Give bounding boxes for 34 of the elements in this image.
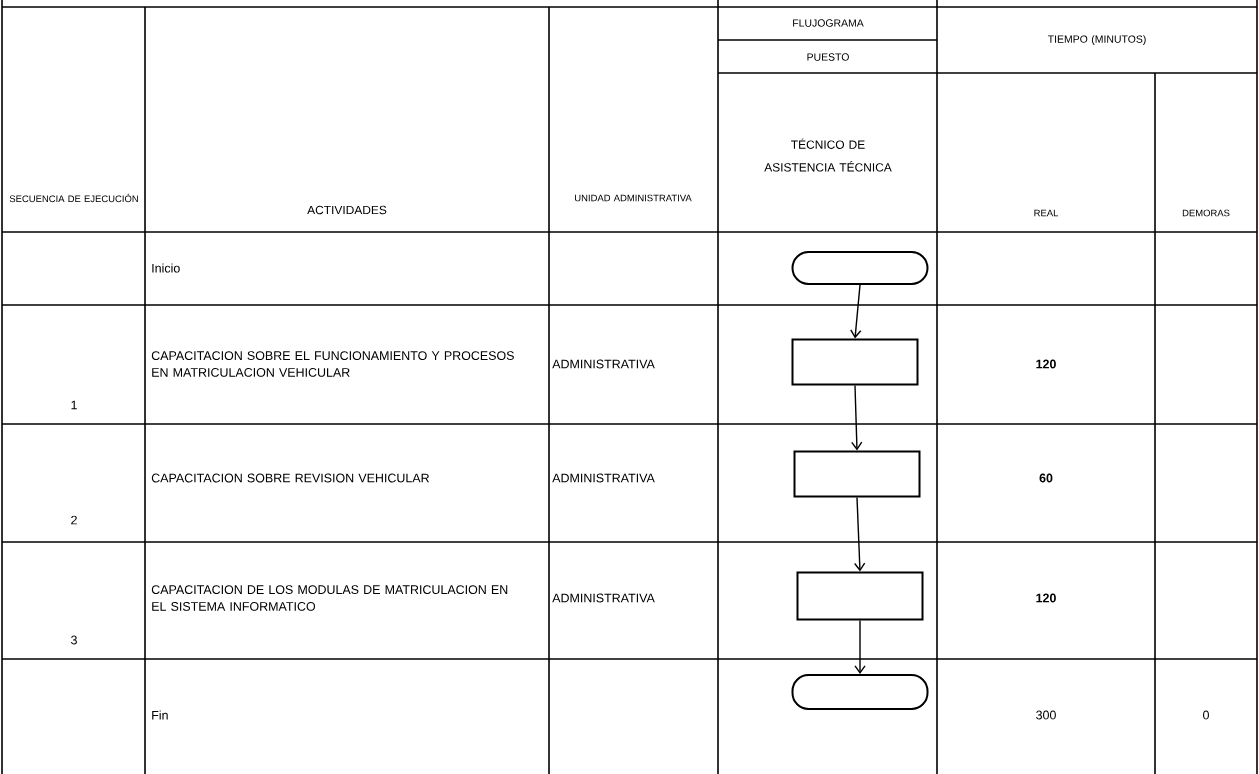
activity-text: CAPACITACION SOBRE EL FUNCIONAMIENTO Y PROCESOS EN MATRICULACION VEHICULAR [151,351,514,377]
arrow [854,619,866,674]
activity-text: CAPACITACION SOBRE REVISION VEHICULAR [151,473,430,483]
column-header: SECUENCIA DE EJECUCIÓN [9,193,138,203]
unit-name: ADMINISTRATIVA [552,359,655,369]
arrow [853,496,866,572]
column-header: FLUJOGRAMA [793,19,864,27]
arrow [850,284,862,339]
time-value: 60 [1039,473,1053,483]
arrow [851,384,863,451]
activity-text: Fin [152,710,168,720]
unit-name: ADMINISTRATIVA [552,593,655,603]
column-header: DEMORAS [1182,209,1230,217]
column-header: TÉCNICO DE ASISTENCIA TÉCNICA [764,138,892,172]
time-value: 0 [1203,710,1209,720]
step-number: 2 [71,515,77,525]
activity-text: CAPACITACION DE LOS MODULAS DE MATRICULACION EN EL SISTEMA INFORMATICO [151,585,508,611]
column-header: ACTIVIDADES [307,205,387,215]
time-value: 120 [1036,593,1056,603]
column-header: REAL [1034,209,1059,217]
terminal-shape [791,674,929,710]
step-number: 1 [71,400,77,410]
unit-name: ADMINISTRATIVA [552,473,655,483]
process-box [791,338,919,386]
column-header: UNIDAD ADMINISTRATIVA [575,194,692,202]
column-header: PUESTO [807,53,849,61]
process-box [793,450,921,498]
step-number: 3 [71,635,77,645]
terminal-shape [791,251,929,285]
time-value: 300 [1036,710,1056,720]
process-box [796,571,924,621]
activity-text: Inicio [152,263,180,273]
column-header: TIEMPO (MINUTOS) [1047,35,1146,45]
time-value: 120 [1036,359,1056,369]
